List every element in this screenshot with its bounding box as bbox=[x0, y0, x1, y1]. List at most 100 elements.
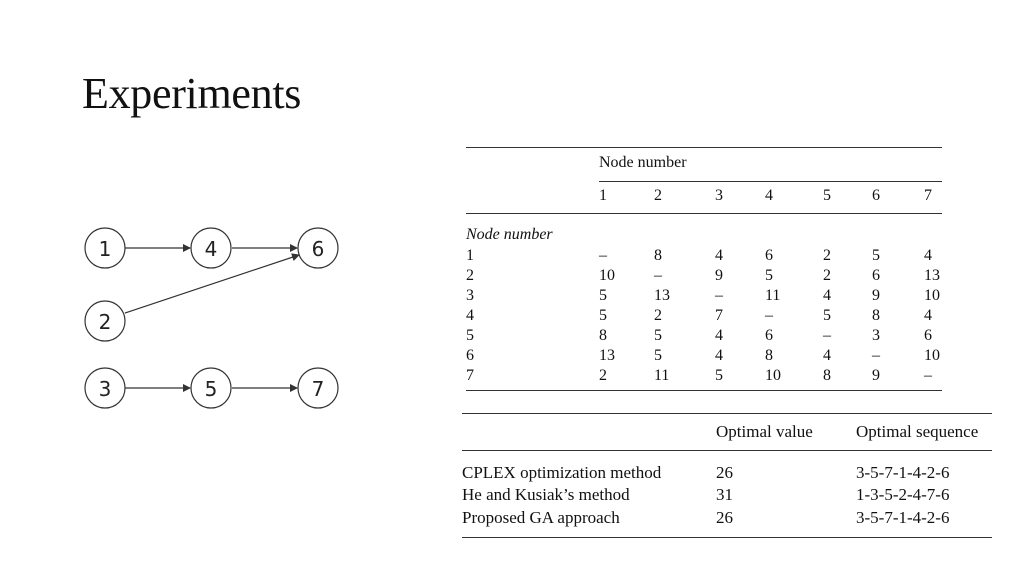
matrix-cell: 13 bbox=[654, 287, 670, 304]
matrix-cell: 5 bbox=[654, 347, 662, 364]
results-header-rule bbox=[462, 450, 992, 451]
graph-node-5 bbox=[190, 367, 232, 409]
matrix-cell: 11 bbox=[654, 367, 670, 384]
matrix-column-header: 5 bbox=[823, 187, 831, 204]
matrix-cell: 5 bbox=[599, 287, 607, 304]
matrix-row-label: 2 bbox=[466, 267, 474, 284]
matrix-cell: 8 bbox=[765, 347, 773, 364]
matrix-top-rule bbox=[466, 147, 942, 148]
matrix-cell: 11 bbox=[765, 287, 781, 304]
graph-node-7 bbox=[297, 367, 339, 409]
matrix-cell: 8 bbox=[823, 367, 831, 384]
matrix-cell: 4 bbox=[924, 307, 932, 324]
matrix-cell: 5 bbox=[599, 307, 607, 324]
matrix-cell: – bbox=[872, 347, 880, 364]
matrix-cell: 2 bbox=[823, 247, 831, 264]
matrix-header-rule bbox=[466, 213, 942, 214]
matrix-cell: – bbox=[924, 367, 932, 384]
matrix-cell: 2 bbox=[823, 267, 831, 284]
matrix-cell: 5 bbox=[765, 267, 773, 284]
results-top-rule bbox=[462, 413, 992, 414]
matrix-column-header: 2 bbox=[654, 187, 662, 204]
matrix-cell: 10 bbox=[599, 267, 615, 284]
matrix-row-group-header: Node number bbox=[466, 226, 553, 243]
graph-node-label-1: 1 bbox=[99, 237, 112, 261]
matrix-cell: 4 bbox=[715, 247, 723, 264]
graph-node-4 bbox=[190, 227, 232, 269]
distance-matrix-table: Node number Node number 1 2 3 4 5 6 7 1 – 8 4 6 2 5 4 2… bbox=[466, 146, 942, 392]
graph-node-3 bbox=[84, 367, 126, 409]
matrix-cell: 6 bbox=[765, 247, 773, 264]
matrix-column-header: 3 bbox=[715, 187, 723, 204]
graph-node-label-2: 2 bbox=[99, 310, 112, 334]
matrix-cell: – bbox=[599, 247, 607, 264]
matrix-cell: 6 bbox=[872, 267, 880, 284]
matrix-cell: 13 bbox=[599, 347, 615, 364]
matrix-cell: 8 bbox=[599, 327, 607, 344]
matrix-row-label: 6 bbox=[466, 347, 474, 364]
matrix-cell: 5 bbox=[654, 327, 662, 344]
results-optimal-value: 26 bbox=[716, 463, 733, 482]
results-header-optimal-value: Optimal value bbox=[716, 422, 813, 441]
matrix-cell: 13 bbox=[924, 267, 940, 284]
matrix-column-header: 4 bbox=[765, 187, 773, 204]
matrix-group-rule bbox=[599, 181, 942, 182]
matrix-cell: 4 bbox=[715, 327, 723, 344]
matrix-cell: – bbox=[765, 307, 773, 324]
matrix-cell: – bbox=[823, 327, 831, 344]
graph-node-6 bbox=[297, 227, 339, 269]
matrix-cell: 10 bbox=[924, 347, 940, 364]
matrix-column-header: 6 bbox=[872, 187, 880, 204]
matrix-cell: 7 bbox=[715, 307, 723, 324]
matrix-cell: 10 bbox=[765, 367, 781, 384]
graph-node-2 bbox=[84, 300, 126, 342]
matrix-cell: 2 bbox=[654, 307, 662, 324]
matrix-bottom-rule bbox=[466, 390, 942, 391]
matrix-row-label: 5 bbox=[466, 327, 474, 344]
matrix-cell: – bbox=[715, 287, 723, 304]
results-optimal-value: 26 bbox=[716, 508, 733, 527]
results-header-optimal-sequence: Optimal sequence bbox=[856, 422, 979, 441]
results-optimal-value: 31 bbox=[716, 485, 733, 504]
matrix-cell: 4 bbox=[823, 347, 831, 364]
matrix-cell: 3 bbox=[872, 327, 880, 344]
matrix-cell: 9 bbox=[872, 367, 880, 384]
matrix-cell: 4 bbox=[823, 287, 831, 304]
matrix-cell: 9 bbox=[715, 267, 723, 284]
graph-node-1 bbox=[84, 227, 126, 269]
results-method: CPLEX optimization method bbox=[462, 463, 662, 482]
results-bottom-rule bbox=[462, 537, 992, 538]
matrix-cell: 4 bbox=[715, 347, 723, 364]
results-optimal-sequence: 3-5-7-1-4-2-6 bbox=[856, 463, 950, 482]
matrix-cell: 8 bbox=[654, 247, 662, 264]
matrix-cell: 5 bbox=[715, 367, 723, 384]
matrix-column-header: 7 bbox=[924, 187, 932, 204]
graph-node-label-3: 3 bbox=[99, 377, 112, 401]
results-table: Optimal value Optimal sequence CPLEX opt… bbox=[462, 412, 992, 540]
graph-node-label-5: 5 bbox=[205, 377, 218, 401]
results-method: He and Kusiak’s method bbox=[462, 485, 630, 504]
graph-node-label-6: 6 bbox=[312, 237, 325, 261]
graph-node-label-7: 7 bbox=[312, 377, 325, 401]
matrix-cell: 10 bbox=[924, 287, 940, 304]
matrix-cell: 6 bbox=[765, 327, 773, 344]
results-method: Proposed GA approach bbox=[462, 508, 620, 527]
matrix-cell: 5 bbox=[872, 247, 880, 264]
matrix-cell: – bbox=[654, 267, 662, 284]
precedence-graph: 1 4 6 2 3 5 7 bbox=[84, 227, 339, 409]
matrix-cell: 4 bbox=[924, 247, 932, 264]
matrix-row-label: 3 bbox=[466, 287, 474, 304]
graph-node-label-4: 4 bbox=[205, 237, 218, 261]
matrix-row-label: 1 bbox=[466, 247, 474, 264]
matrix-cell: 9 bbox=[872, 287, 880, 304]
slide-title: Experiments bbox=[82, 69, 302, 118]
matrix-column-group-header: Node number bbox=[599, 154, 687, 171]
matrix-cell: 5 bbox=[823, 307, 831, 324]
results-optimal-sequence: 3-5-7-1-4-2-6 bbox=[856, 508, 950, 527]
results-optimal-sequence: 1-3-5-2-4-7-6 bbox=[856, 485, 950, 504]
edge-2-6 bbox=[124, 253, 300, 314]
matrix-column-header: 1 bbox=[599, 187, 607, 204]
matrix-row-label: 7 bbox=[466, 367, 474, 384]
matrix-row-label: 4 bbox=[466, 307, 474, 324]
matrix-cell: 8 bbox=[872, 307, 880, 324]
